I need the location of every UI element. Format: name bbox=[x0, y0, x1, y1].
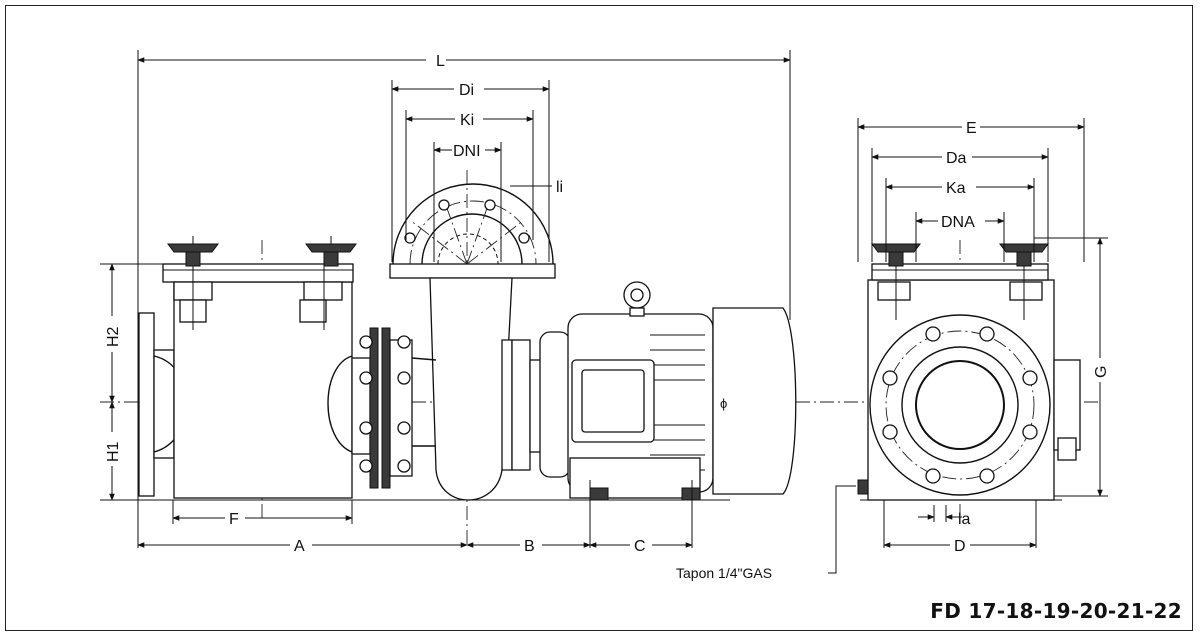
extension-lines bbox=[100, 50, 1108, 548]
svg-text:ϕ: ϕ bbox=[720, 396, 727, 411]
dim-label-C: C bbox=[634, 538, 646, 555]
dim-label-Ki: Ki bbox=[460, 112, 474, 129]
side-view-strainer bbox=[857, 250, 1081, 501]
dim-label-A: A bbox=[294, 538, 305, 555]
dim-label-G: G bbox=[1093, 366, 1110, 378]
dim-label-li: li bbox=[556, 179, 563, 196]
strainer-knob-right bbox=[305, 236, 357, 267]
dim-label-D: D bbox=[954, 538, 966, 555]
dim-label-E: E bbox=[966, 120, 977, 137]
drain-plug-label: Tapon 1/4"GAS bbox=[676, 565, 772, 581]
pump-volute bbox=[389, 183, 556, 501]
dim-label-la: la bbox=[958, 511, 971, 528]
side-knob-right bbox=[999, 243, 1049, 267]
strainer-body bbox=[138, 250, 354, 499]
dim-label-Di: Di bbox=[459, 82, 474, 99]
dim-label-Ka: Ka bbox=[946, 180, 966, 197]
dim-label-H2: H2 bbox=[105, 326, 122, 347]
dim-label-DNA: DNA bbox=[941, 214, 975, 231]
strainer-knob-left bbox=[167, 236, 219, 267]
side-knob-left bbox=[871, 243, 921, 267]
model-title: FD 17-18-19-20-21-22 bbox=[930, 599, 1182, 623]
dim-label-Da: Da bbox=[946, 150, 967, 167]
motor: ϕ bbox=[539, 281, 797, 501]
drain-plug-leader bbox=[828, 485, 856, 574]
dim-label-DNI: DNI bbox=[453, 143, 481, 160]
connection-flange bbox=[351, 327, 413, 489]
dim-label-F: F bbox=[229, 511, 239, 528]
dim-label-L: L bbox=[436, 53, 445, 70]
dim-label-B: B bbox=[524, 538, 535, 555]
dim-label-H1: H1 bbox=[105, 441, 122, 462]
